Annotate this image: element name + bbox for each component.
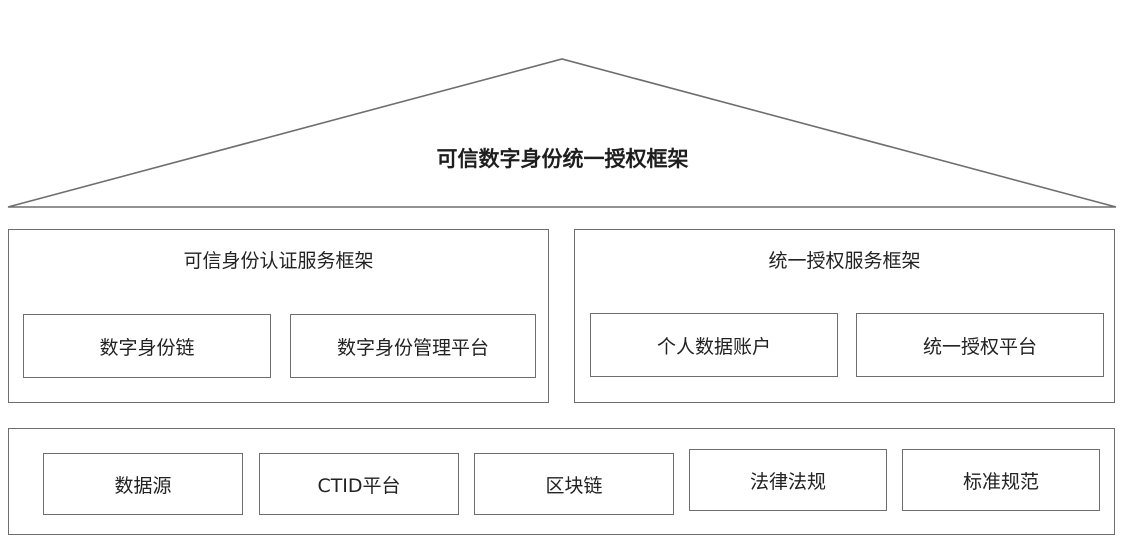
framework-roof: [7, 58, 1117, 208]
digital-identity-management-label: 数字身份管理平台: [336, 336, 489, 359]
blockchain-box: 区块链: [474, 453, 674, 515]
ctid-platform-box: CTID平台: [259, 453, 459, 515]
unified-authorization-platform-box: 统一授权平台: [856, 313, 1104, 377]
unified-authorization-platform-label: 统一授权平台: [922, 335, 1037, 358]
foundation-box: 数据源 CTID平台 区块链 法律法规 标准规范: [8, 428, 1115, 535]
standards-specifications-label: 标准规范: [962, 470, 1039, 493]
digital-identity-management-box: 数字身份管理平台: [290, 314, 536, 378]
data-source-label: 数据源: [114, 474, 172, 497]
roof-triangle: [7, 58, 1117, 208]
identity-auth-framework-box: 可信身份认证服务框架 数字身份链 数字身份管理平台: [8, 229, 549, 403]
framework-title: 可信数字身份统一授权框架: [436, 147, 689, 171]
identity-auth-framework-title: 可信身份认证服务框架: [183, 250, 374, 272]
blockchain-label: 区块链: [545, 474, 603, 497]
laws-regulations-label: 法律法规: [749, 470, 826, 493]
unified-authorization-framework-title: 统一授权服务框架: [768, 250, 921, 272]
standards-specifications-box: 标准规范: [902, 449, 1100, 511]
personal-data-account-box: 个人数据账户: [590, 313, 838, 377]
data-source-box: 数据源: [43, 453, 243, 515]
unified-authorization-framework-box: 统一授权服务框架 个人数据账户 统一授权平台: [574, 229, 1115, 403]
ctid-platform-label: CTID平台: [317, 474, 401, 497]
digital-identity-chain-label: 数字身份链: [99, 336, 195, 359]
laws-regulations-box: 法律法规: [689, 449, 887, 511]
digital-identity-chain-box: 数字身份链: [23, 314, 271, 378]
personal-data-account-label: 个人数据账户: [656, 335, 771, 358]
